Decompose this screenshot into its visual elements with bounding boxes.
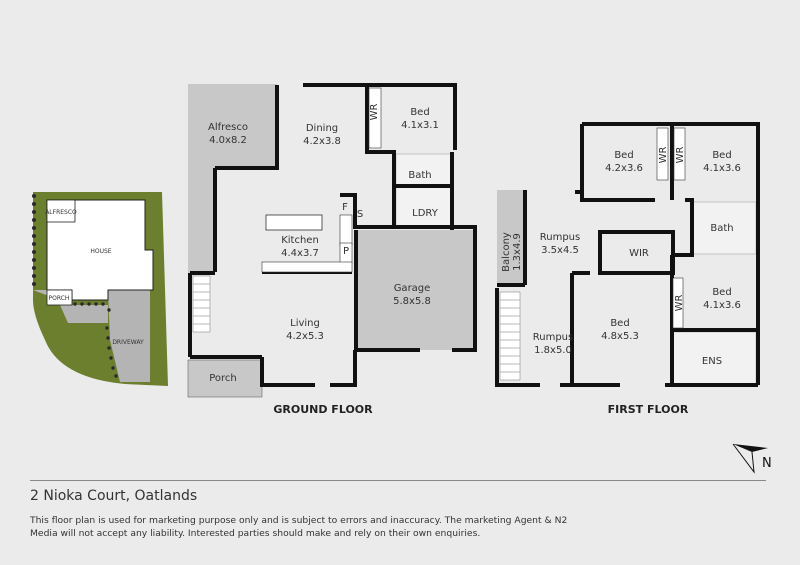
site-plan: ALFRESCO HOUSE PORCH DRIVEWAY [32, 192, 168, 386]
site-driveway-label: DRIVEWAY [112, 339, 144, 346]
site-house-label: HOUSE [90, 248, 111, 255]
room-label-wr-2: WR [675, 147, 686, 164]
room-label-fridge: F [342, 202, 348, 213]
room-size-bed-3: 4.1x3.6 [703, 300, 741, 311]
room-label-storage: S [357, 209, 363, 220]
room-label-bed-2: Bed [712, 150, 731, 161]
room-size-balcony: 1.3x4.9 [512, 233, 523, 271]
room-label-ens: ENS [702, 356, 722, 367]
room-label-rumpus-2: Rumpus [533, 332, 573, 343]
room-label-dining: Dining [306, 123, 338, 134]
room-size-dining: 4.2x3.8 [303, 136, 341, 147]
room-size-bed-2: 4.1x3.6 [703, 163, 741, 174]
site-porch-label: PORCH [49, 295, 70, 302]
room-label-porch: Porch [209, 373, 237, 384]
kitchen-island [265, 214, 323, 231]
room-size-alfresco: 4.0x8.2 [209, 135, 247, 146]
ground-floor-title: GROUND FLOOR [273, 403, 373, 416]
site-driveway [108, 290, 150, 382]
first-floor-title: FIRST FLOOR [608, 403, 689, 416]
room-label-garage: Garage [394, 283, 431, 294]
site-alfresco-label: ALFRESCO [45, 209, 77, 216]
room-label-wr-1: WR [658, 147, 669, 164]
room-label-bath: Bath [710, 223, 733, 234]
room-size-bed-1: 4.2x3.6 [605, 163, 643, 174]
property-address: 2 Nioka Court, Oatlands [30, 488, 198, 504]
room-label-balcony: Balcony [501, 232, 512, 272]
room-label-bath: Bath [408, 170, 431, 181]
room-label-pantry: P [343, 246, 349, 257]
ground-floor-plan: Alfresco 4.0x8.2 Dining 4.2x3.8 Bed 4.1x… [187, 83, 477, 416]
room-size-rumpus-2: 1.8x5.0 [534, 345, 572, 356]
room-size-kitchen: 4.4x3.7 [281, 248, 319, 259]
room-label-living: Living [290, 318, 320, 329]
room-size-living: 4.2x5.3 [286, 331, 324, 342]
room-label-rumpus: Rumpus [540, 232, 580, 243]
disclaimer: This floor plan is used for marketing pu… [30, 515, 568, 539]
north-label: N [762, 456, 772, 471]
room-label-wir: WIR [629, 248, 649, 259]
room-label-wr: WR [369, 104, 380, 121]
room-label-kitchen: Kitchen [281, 235, 319, 246]
room-size-garage: 5.8x5.8 [393, 296, 431, 307]
room-label-wr-3: WR [674, 295, 685, 312]
room-size-bed: 4.1x3.1 [401, 120, 439, 131]
room-label-bed-master: Bed [610, 318, 629, 329]
room-size-bed-master: 4.8x5.3 [601, 331, 639, 342]
room-label-ldry: LDRY [412, 208, 439, 219]
room-size-rumpus: 3.5x4.5 [541, 245, 579, 256]
room-label-bed: Bed [410, 107, 429, 118]
north-arrow-icon: N [732, 443, 772, 474]
room-label-alfresco: Alfresco [208, 122, 248, 133]
divider [30, 480, 766, 481]
first-floor-plan: Bed 4.2x3.6 Bed 4.1x3.6 Rumpus 3.5x4.5 B… [495, 122, 760, 416]
room-label-bed-1: Bed [614, 150, 633, 161]
room-label-bed-3: Bed [712, 287, 731, 298]
